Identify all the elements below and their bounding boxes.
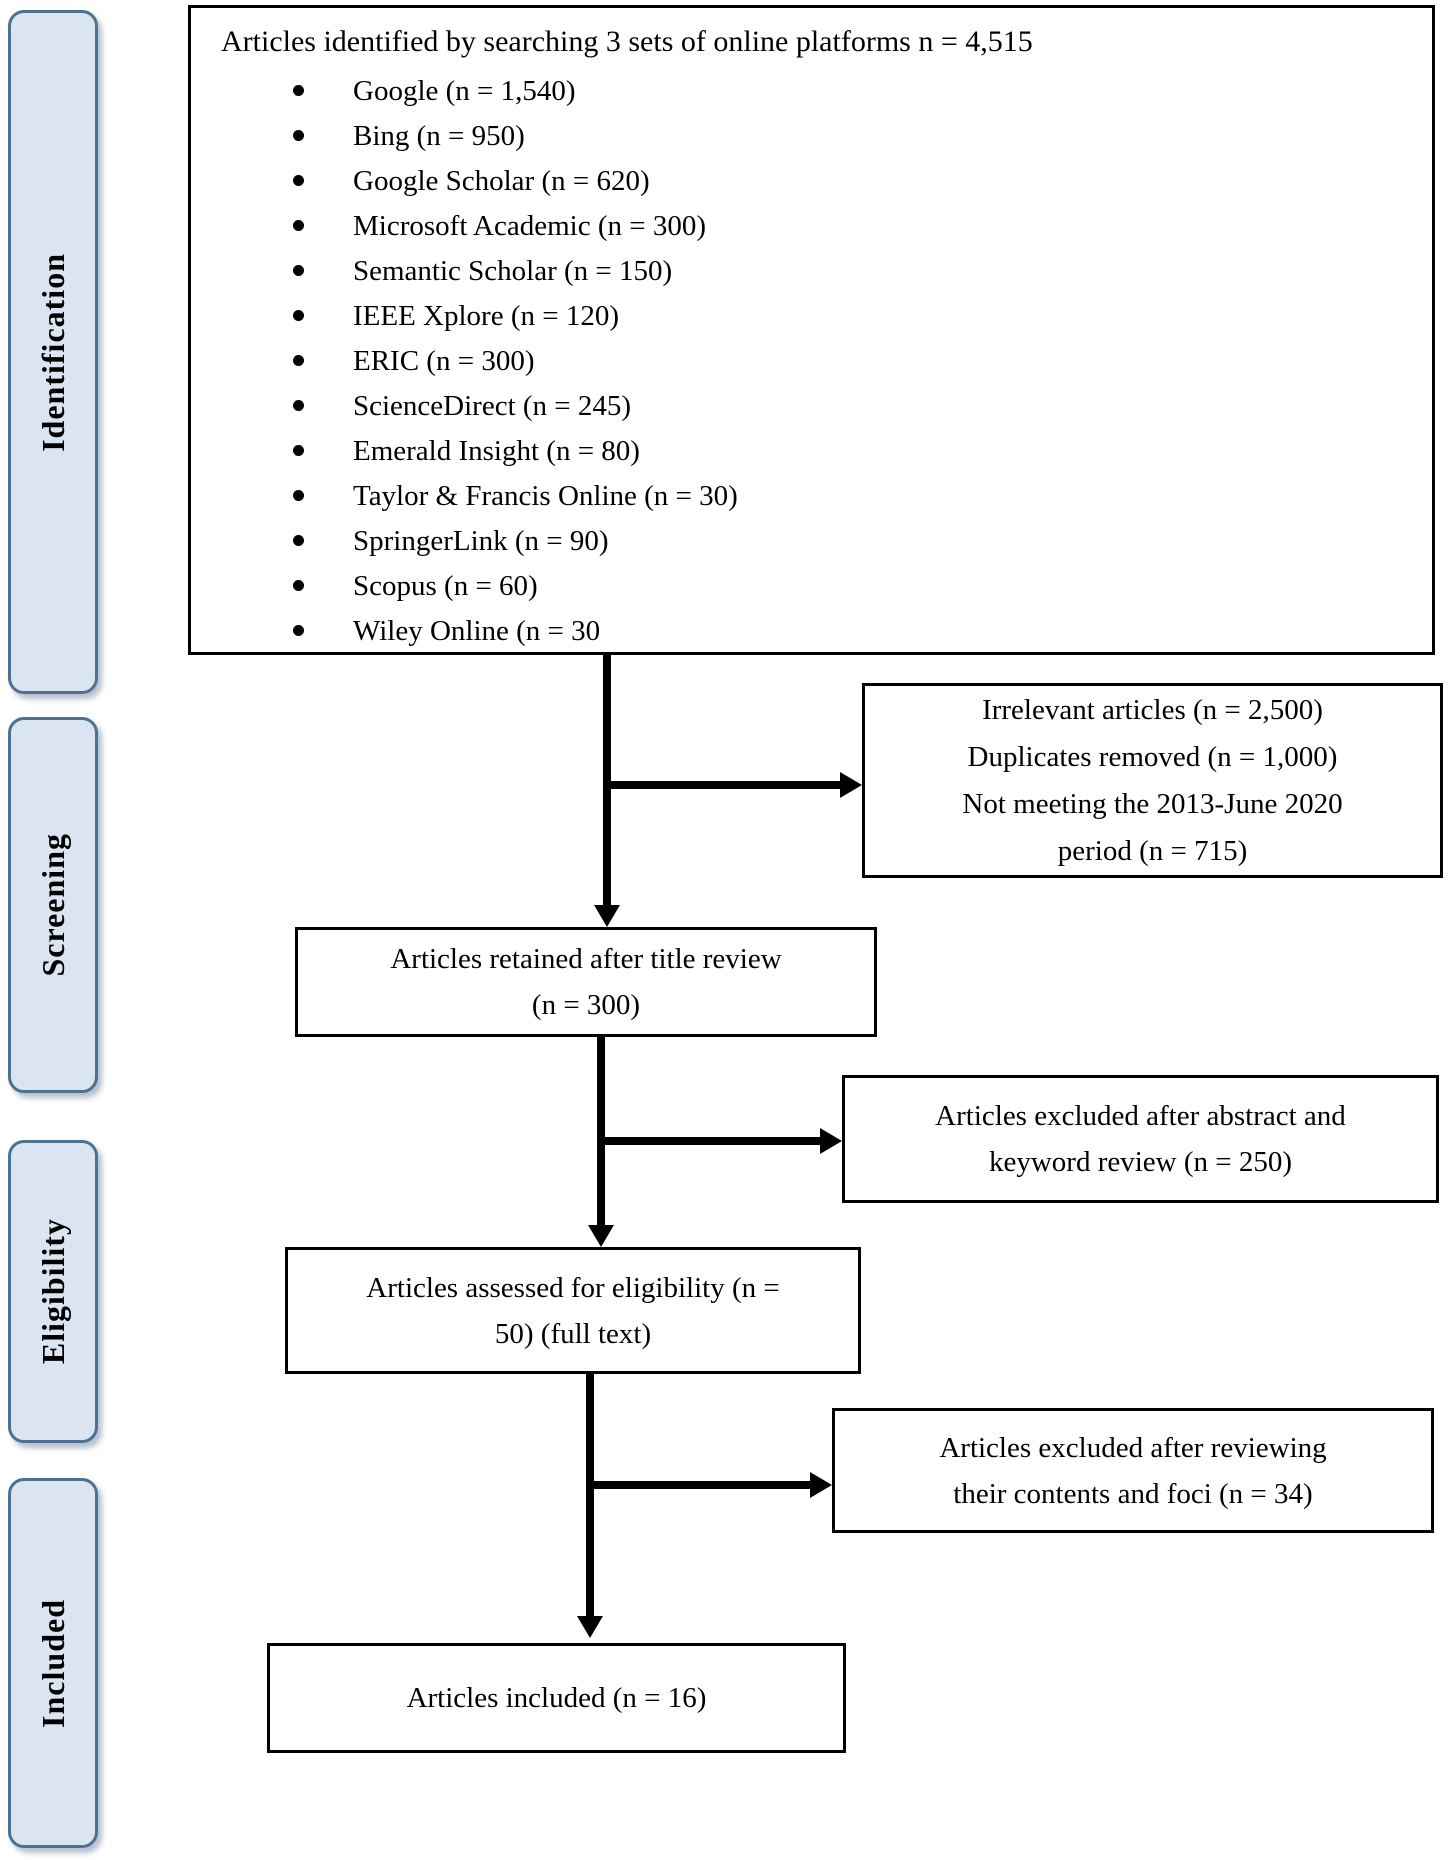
platform-item: IEEE Xplore (n = 120)	[191, 293, 1432, 338]
stage-identification-label: Identification	[34, 252, 71, 452]
platform-item: SpringerLink (n = 90)	[191, 518, 1432, 563]
arrowhead-down-included	[577, 1616, 603, 1638]
stage-included: Included	[8, 1478, 98, 1848]
platform-item: Wiley Online (n = 30	[191, 608, 1432, 653]
bullet-icon	[293, 355, 304, 366]
bullet-icon	[293, 535, 304, 546]
arrowhead-down-retained	[594, 905, 620, 927]
assessed-eligibility-box: Articles assessed for eligibility (n = 5…	[285, 1247, 861, 1374]
arrowhead-right-content-exclusions	[810, 1472, 832, 1498]
bullet-icon	[293, 580, 304, 591]
connector-retained-to-assessed	[597, 1037, 605, 1227]
stage-identification: Identification	[8, 10, 98, 694]
stage-screening: Screening	[8, 717, 98, 1093]
bullet-icon	[293, 310, 304, 321]
bullet-icon	[293, 625, 304, 636]
platform-item: ERIC (n = 300)	[191, 338, 1432, 383]
stage-eligibility-label: Eligibility	[34, 1218, 71, 1365]
bullet-icon	[293, 400, 304, 411]
excluded-title-review-box: Irrelevant articles (n = 2,500) Duplicat…	[862, 683, 1443, 878]
bullet-icon	[293, 175, 304, 186]
platform-item: Taylor & Francis Online (n = 30)	[191, 473, 1432, 518]
platform-list: Google (n = 1,540) Bing (n = 950) Google…	[191, 68, 1432, 653]
identified-articles-title: Articles identified by searching 3 sets …	[221, 25, 1033, 58]
connector-branch-abstract-exclusions	[601, 1137, 822, 1145]
platform-item: Bing (n = 950)	[191, 113, 1432, 158]
stage-eligibility: Eligibility	[8, 1140, 98, 1443]
platform-item: Google Scholar (n = 620)	[191, 158, 1432, 203]
included-articles-box: Articles included (n = 16)	[267, 1643, 846, 1753]
bullet-icon	[293, 265, 304, 276]
bullet-icon	[293, 445, 304, 456]
bullet-icon	[293, 490, 304, 501]
arrowhead-right-abstract-exclusions	[820, 1128, 842, 1154]
platform-item: Microsoft Academic (n = 300)	[191, 203, 1432, 248]
excluded-abstract-keyword-box: Articles excluded after abstract and key…	[842, 1075, 1439, 1203]
identified-articles-box: Articles identified by searching 3 sets …	[188, 5, 1435, 655]
excluded-contents-foci-box: Articles excluded after reviewing their …	[832, 1408, 1434, 1533]
connector-branch-title-exclusions	[607, 781, 842, 789]
platform-item: Semantic Scholar (n = 150)	[191, 248, 1432, 293]
platform-item: Google (n = 1,540)	[191, 68, 1432, 113]
platform-item: ScienceDirect (n = 245)	[191, 383, 1432, 428]
arrowhead-down-assessed	[588, 1225, 614, 1247]
connector-assessed-to-included	[586, 1374, 594, 1618]
connector-branch-content-exclusions	[590, 1481, 812, 1489]
retained-title-review-box: Articles retained after title review (n …	[295, 927, 877, 1037]
bullet-icon	[293, 85, 304, 96]
platform-item: Scopus (n = 60)	[191, 563, 1432, 608]
bullet-icon	[293, 130, 304, 141]
arrowhead-right-title-exclusions	[840, 772, 862, 798]
platform-item: Emerald Insight (n = 80)	[191, 428, 1432, 473]
stage-included-label: Included	[34, 1598, 71, 1728]
bullet-icon	[293, 220, 304, 231]
stage-screening-label: Screening	[34, 833, 71, 977]
